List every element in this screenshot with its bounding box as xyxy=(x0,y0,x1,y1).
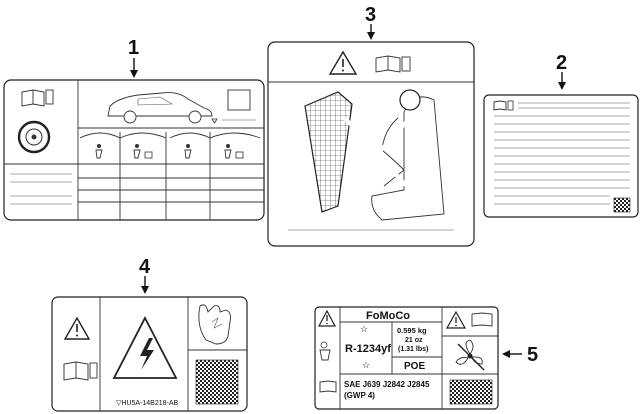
label-2[interactable] xyxy=(483,94,639,218)
callout-number: 1 xyxy=(128,37,139,59)
seating-table xyxy=(78,132,264,220)
label-1[interactable] xyxy=(3,79,265,221)
warning-triangle-icon xyxy=(445,310,467,329)
label-4[interactable]: ▽HU5A-14B218-AB xyxy=(51,296,248,412)
label-2-text-lines xyxy=(494,102,630,205)
callout-number: 2 xyxy=(556,52,567,74)
charge-lbs: (1.31 lbs) xyxy=(398,346,428,353)
high-voltage-icon xyxy=(112,316,178,379)
occupant-cargo-icon xyxy=(224,144,244,159)
oil-type: POE xyxy=(404,361,425,372)
callout-4[interactable]: 4 xyxy=(139,256,151,294)
charge-kg: 0.595 kg xyxy=(397,326,427,335)
callout-number: 5 xyxy=(527,344,538,366)
gwp-rating: (GWP 4) xyxy=(344,391,375,400)
owners-manual-icon xyxy=(375,55,411,73)
cooling-fan-icon xyxy=(455,339,485,371)
label-3[interactable] xyxy=(267,41,475,247)
qr-barcode-icon xyxy=(449,379,493,405)
child-seat-icon xyxy=(304,89,445,221)
owners-manual-icon xyxy=(471,312,493,327)
callout-number: 4 xyxy=(139,256,151,278)
owners-manual-icon xyxy=(319,380,337,393)
callout-5[interactable]: 5 xyxy=(502,344,538,366)
star-icon: ☆ xyxy=(362,360,370,370)
suv-vehicle-icon xyxy=(107,92,213,124)
star-icon: ☆ xyxy=(360,324,368,334)
refrigerant-type: R-1234yf xyxy=(345,343,391,355)
hvac-service-icon xyxy=(319,341,331,361)
brand-name: FoMoCo xyxy=(366,310,410,322)
owners-manual-icon xyxy=(21,89,54,107)
occupant-cargo-icon xyxy=(133,144,153,159)
warning-manual-icon xyxy=(493,100,514,111)
charge-oz: 21 oz xyxy=(405,337,423,344)
protective-glove-icon xyxy=(198,304,231,345)
warning-triangle-icon xyxy=(318,309,336,327)
placard-box xyxy=(227,89,251,111)
callout-1[interactable]: 1 xyxy=(128,37,139,78)
label-5[interactable]: FoMoCo ☆ R-1234yf ☆ 0.595 kg 21 oz (1.31… xyxy=(314,306,499,410)
callout-2[interactable]: 2 xyxy=(556,52,567,90)
sae-standards: SAE J639 J2842 J2845 xyxy=(344,380,430,389)
occupant-icon xyxy=(95,144,103,159)
callout-number: 3 xyxy=(365,4,376,26)
tire-icon xyxy=(17,120,51,154)
qr-barcode-icon xyxy=(613,197,631,213)
occupant-icon xyxy=(184,144,192,159)
callout-3[interactable]: 3 xyxy=(365,4,376,40)
warning-triangle-icon xyxy=(328,50,358,75)
warning-triangle-icon xyxy=(63,316,91,340)
label-1-text-lines xyxy=(10,173,72,205)
qr-barcode-icon xyxy=(195,359,239,405)
owners-manual-icon xyxy=(63,361,98,381)
part-number: ▽HU5A-14B218-AB xyxy=(116,400,179,407)
